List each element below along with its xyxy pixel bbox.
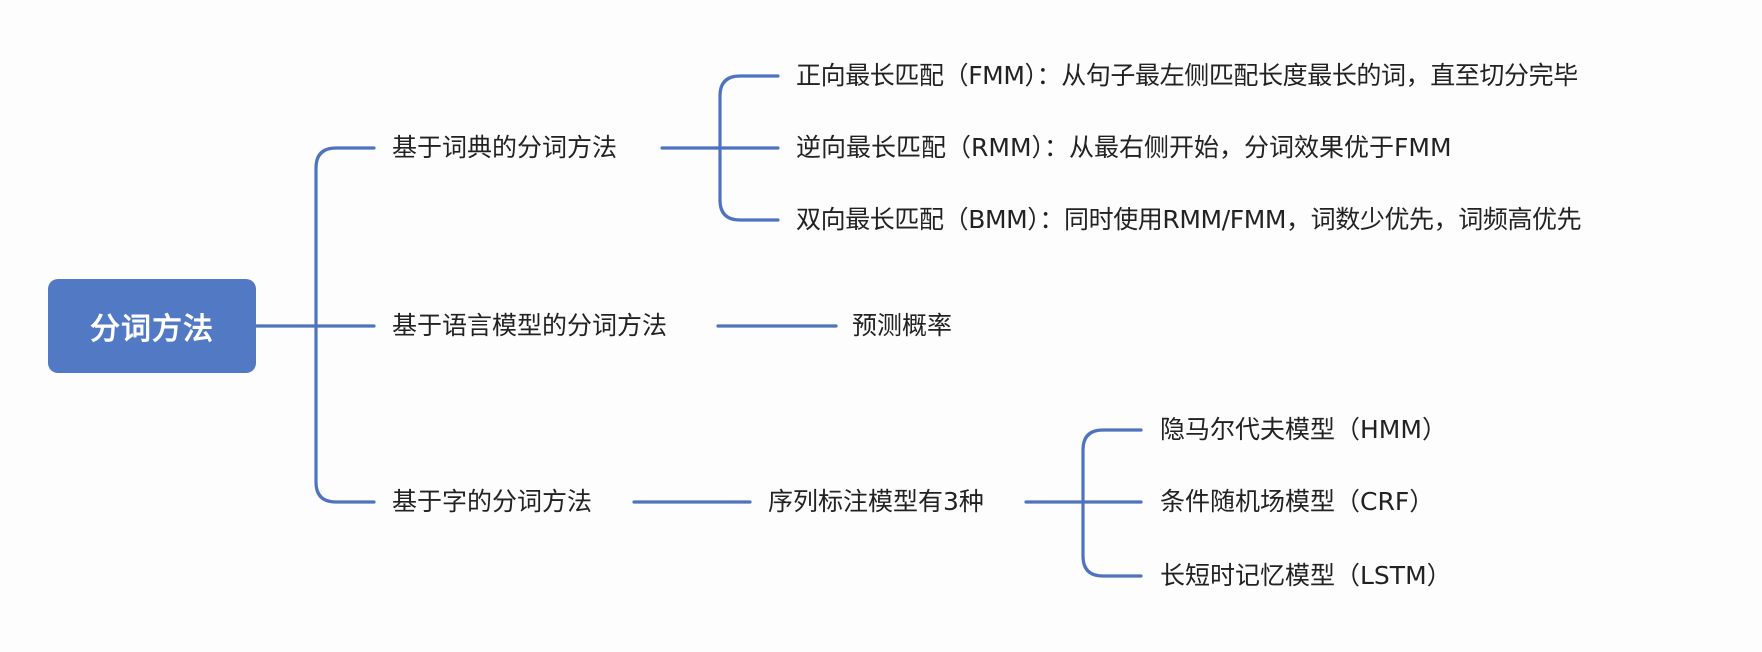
root-node[interactable]: 分词方法 — [48, 279, 256, 373]
branch-language-model[interactable]: 基于语言模型的分词方法 — [392, 311, 668, 340]
branch-character[interactable]: 基于字的分词方法 — [392, 487, 593, 516]
dict-child-rmm[interactable]: 逆向最长匹配（RMM）：从最右侧开始，分词效果优于FMM — [796, 133, 1452, 162]
root-label: 分词方法 — [90, 312, 214, 347]
seq-child-lstm[interactable]: 长短时记忆模型（LSTM） — [1160, 561, 1452, 590]
dict-child-bmm[interactable]: 双向最长匹配（BMM）：同时使用RMM/FMM，词数少优先，词频高优先 — [796, 205, 1582, 234]
char-middle-sequence-labeling[interactable]: 序列标注模型有3种 — [768, 487, 984, 516]
seq-child-hmm[interactable]: 隐马尔代夫模型（HMM） — [1160, 415, 1447, 444]
branch-dictionary[interactable]: 基于词典的分词方法 — [392, 133, 618, 162]
lm-child-probability[interactable]: 预测概率 — [852, 311, 953, 340]
seq-child-crf[interactable]: 条件随机场模型（CRF） — [1160, 487, 1435, 516]
dict-child-fmm[interactable]: 正向最长匹配（FMM）：从句子最左侧匹配长度最长的词，直至切分完毕 — [796, 61, 1578, 90]
